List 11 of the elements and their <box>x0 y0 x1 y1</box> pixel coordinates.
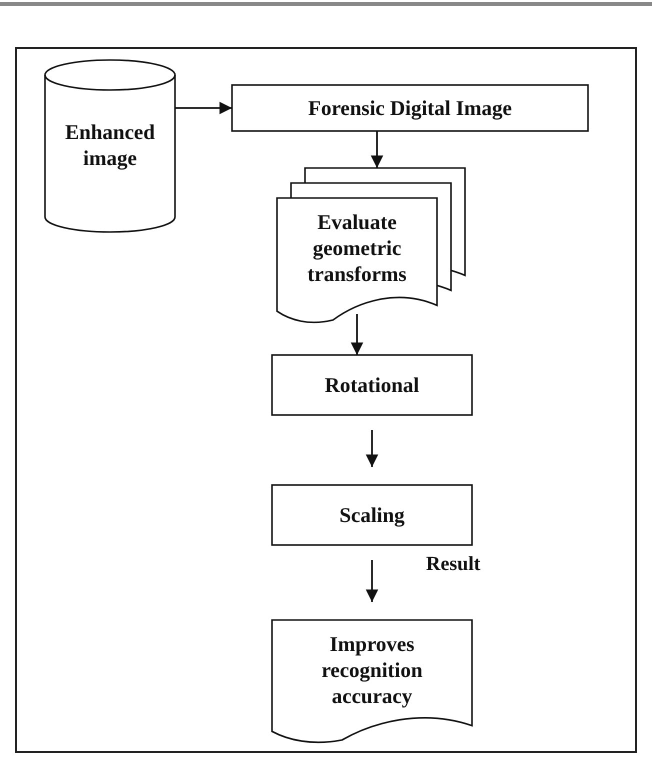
arrow <box>175 102 232 114</box>
node-label: Evaluate geometric transforms <box>306 208 408 288</box>
node-label: Enhanced image <box>64 118 156 172</box>
arrow <box>370 131 384 168</box>
node-label: Rotational <box>324 372 420 398</box>
node-label: Scaling <box>339 502 405 528</box>
node-label: Improves recognition accuracy <box>320 630 424 710</box>
arrow <box>366 560 378 602</box>
arrow <box>366 430 378 467</box>
node-label: Forensic Digital Image <box>308 94 512 122</box>
arrow <box>350 314 364 355</box>
